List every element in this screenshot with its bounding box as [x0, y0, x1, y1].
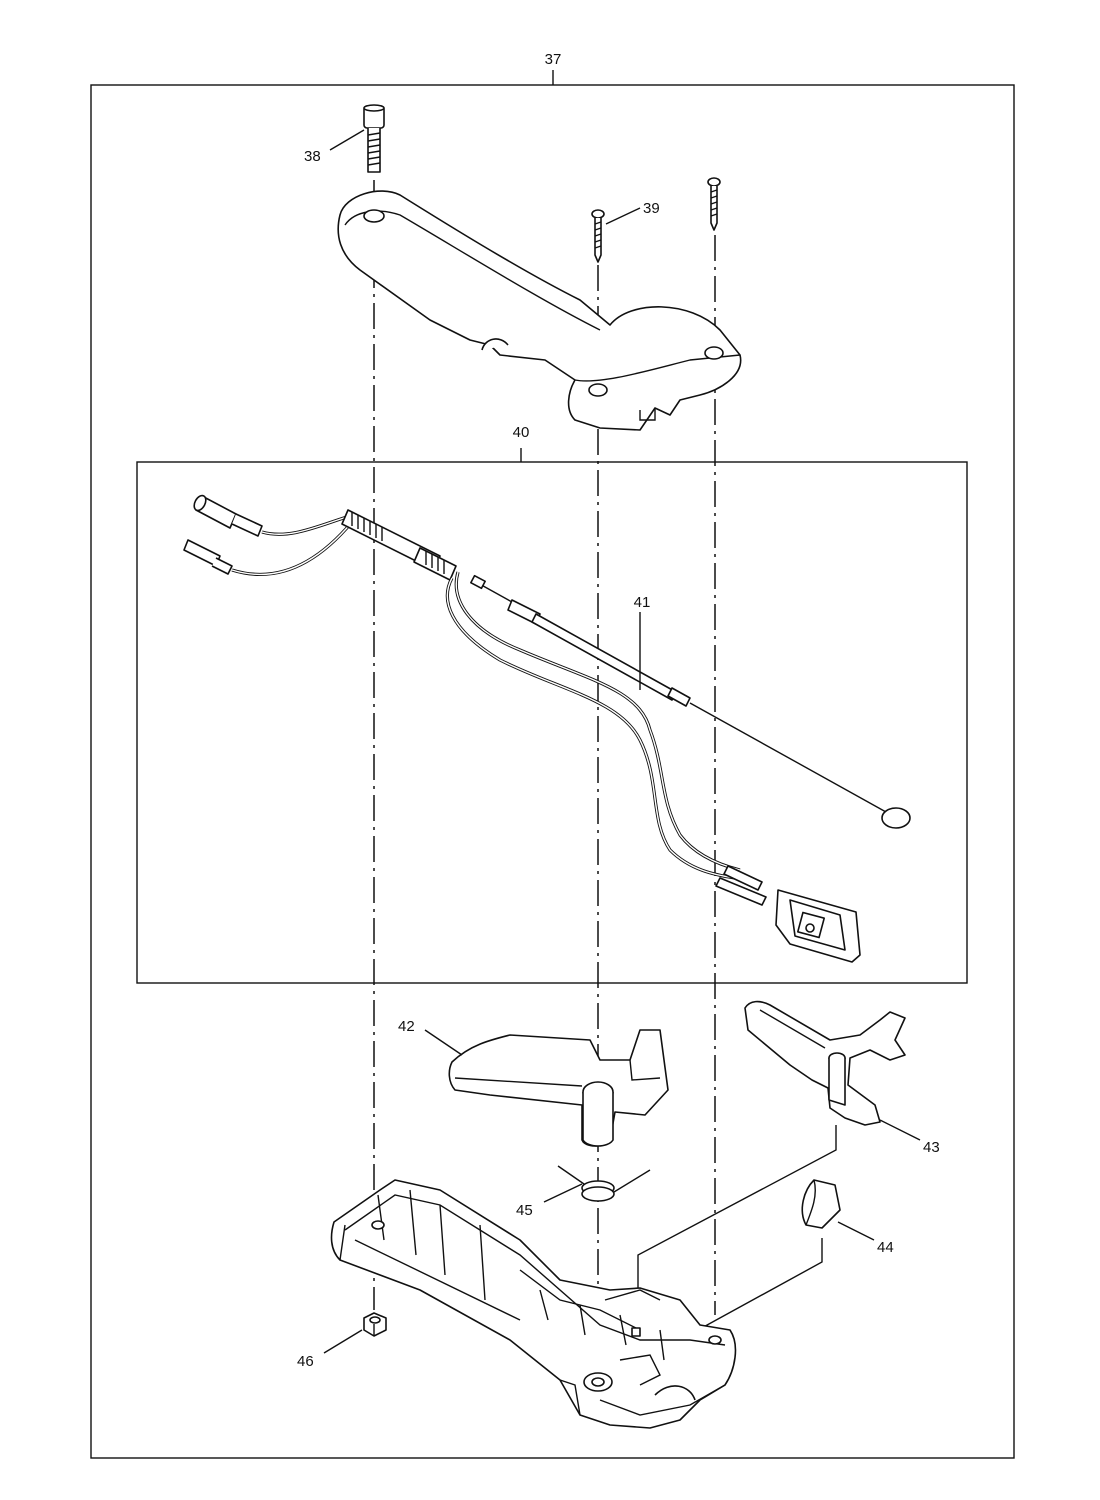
shield-44 [801, 1179, 841, 1229]
torsion-spring-45 [557, 1165, 651, 1202]
callout-46: 46 [297, 1353, 314, 1370]
callout-44: 44 [877, 1239, 894, 1256]
callout-43: 43 [923, 1139, 940, 1156]
throttle-lever-43 [744, 1000, 906, 1126]
screw-39b [707, 177, 721, 231]
callout-39: 39 [643, 200, 660, 217]
leader-44-housing [697, 1238, 823, 1331]
callout-42: 42 [398, 1018, 415, 1035]
callout-41: 41 [634, 594, 651, 611]
throttle-trigger-42 [448, 1029, 669, 1147]
leader-43-housing [637, 1125, 837, 1292]
callout-45: 45 [516, 1202, 533, 1219]
screw-39 [591, 209, 605, 263]
wiring-assembly-box [136, 461, 968, 984]
bolt-38 [363, 104, 385, 173]
handle-cover-upper [337, 190, 742, 431]
handle-housing-lower [330, 1179, 737, 1429]
callout-38: 38 [304, 148, 321, 165]
callout-40: 40 [513, 424, 530, 441]
throttle-cable-41 [470, 574, 911, 829]
callout-37: 37 [545, 51, 562, 68]
hex-nut-46 [363, 1312, 387, 1337]
wire-harness [183, 494, 861, 963]
